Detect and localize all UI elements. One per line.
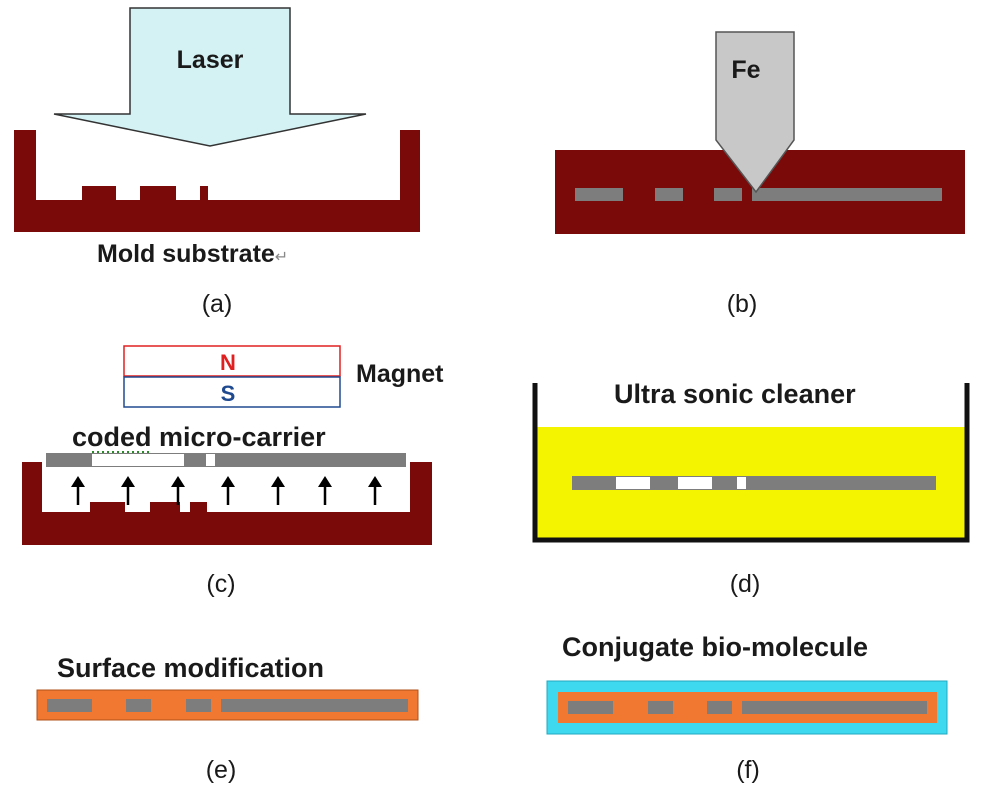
- cleaner-tank: [532, 383, 970, 543]
- iron-segment: [655, 188, 683, 201]
- up-arrow-icon: [171, 476, 185, 505]
- panel-b: Fe (b): [555, 31, 965, 318]
- carrier-segment: [742, 701, 927, 714]
- carrier-segment: [47, 699, 92, 712]
- surface-modification-label: Surface modification: [57, 653, 324, 683]
- panel-c: N S Magnet coded micro-carrier (c): [22, 345, 444, 598]
- carrier-code-gap: [737, 477, 746, 489]
- magnet-label: Magnet: [356, 360, 444, 388]
- up-arrow-icon: [71, 476, 85, 505]
- pole-n-label: N: [220, 350, 236, 375]
- carrier-segment: [186, 699, 211, 712]
- iron-segment: [752, 188, 942, 201]
- panel-f: Conjugate bio-molecule (f): [546, 632, 948, 784]
- carrier-label: coded micro-carrier: [72, 422, 326, 452]
- carrier-code-gap: [150, 454, 184, 466]
- carrier-segment: [221, 699, 408, 712]
- mold-substrate-label: Mold substrate↵: [97, 240, 288, 268]
- carrier-core-segments: [47, 699, 408, 712]
- panel-d: Ultra sonic cleaner (d): [532, 379, 970, 598]
- up-arrow-icon: [318, 476, 332, 505]
- carrier-code-gap: [206, 454, 215, 466]
- cleaner-label: Ultra sonic cleaner: [614, 379, 856, 409]
- pole-s-label: S: [221, 381, 236, 406]
- carrier-code-gap: [92, 454, 150, 466]
- up-arrow-icon: [221, 476, 235, 505]
- magnetic-force-arrows: [71, 476, 382, 505]
- panel-a: Laser Mold substrate↵ (a): [14, 7, 420, 318]
- magnet-south: [123, 376, 341, 408]
- carrier-segment: [126, 699, 151, 712]
- return-mark-icon: ↵: [275, 249, 288, 266]
- caption-d: (d): [730, 570, 761, 598]
- iron-deposit-segments: [575, 188, 942, 201]
- carrier-code-gap: [678, 477, 712, 489]
- conjugate-biomolecule-label: Conjugate bio-molecule: [562, 632, 868, 662]
- caption-c: (c): [206, 570, 235, 598]
- iron-segment: [575, 188, 623, 201]
- up-arrow-icon: [271, 476, 285, 505]
- caption-f: (f): [736, 756, 760, 784]
- caption-a: (a): [202, 290, 233, 318]
- fe-tool: [715, 31, 795, 194]
- carrier-segment: [568, 701, 613, 714]
- carrier-segment: [707, 701, 732, 714]
- caption-b: (b): [727, 290, 758, 318]
- iron-segment: [714, 188, 742, 201]
- laser-label: Laser: [177, 46, 244, 74]
- up-arrow-icon: [121, 476, 135, 505]
- mold-substrate-shape: [22, 462, 432, 545]
- laser-arrow: [53, 7, 367, 147]
- carrier-segment: [648, 701, 673, 714]
- panel-e: Surface modification (e): [36, 653, 419, 784]
- coded-micro-carrier: [572, 476, 936, 490]
- up-arrow-icon: [368, 476, 382, 505]
- caption-e: (e): [206, 756, 237, 784]
- mold-substrate-shape: [14, 130, 420, 232]
- fe-label: Fe: [731, 56, 760, 84]
- carrier-core-segments: [568, 701, 927, 714]
- carrier-code-gap: [616, 477, 650, 489]
- magnet-north: [123, 345, 341, 377]
